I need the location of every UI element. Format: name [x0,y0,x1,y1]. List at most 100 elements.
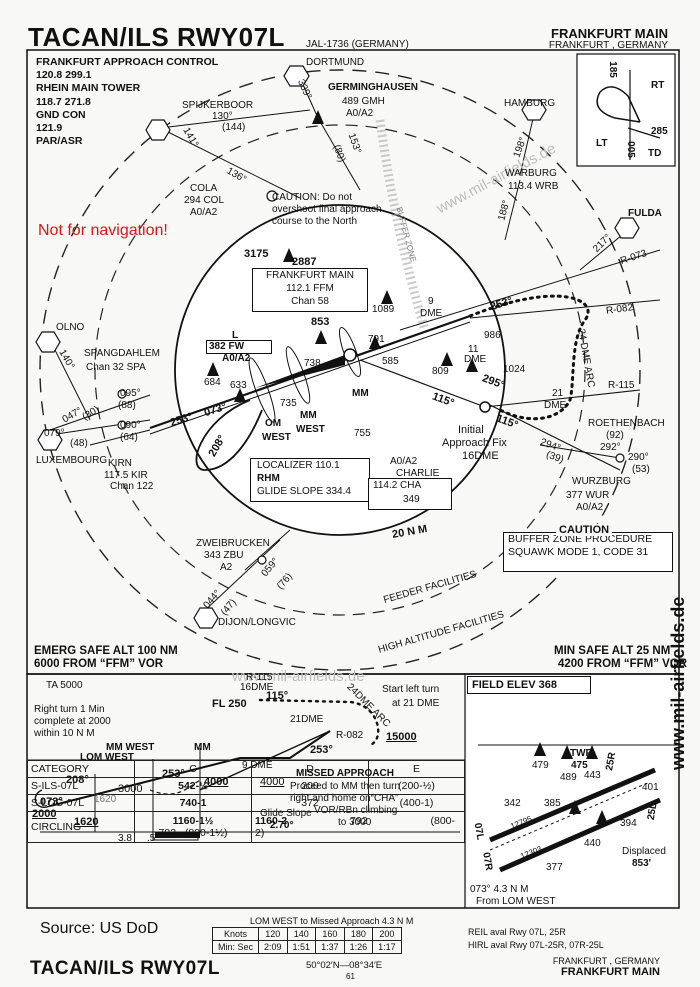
dme21-label: DME [544,400,567,411]
mm-label: MM [300,410,317,421]
caution-note: CAUTION: Do not overshoot final approach… [272,192,382,227]
wurzburg-label: WURZBURG [572,476,631,487]
radial-r115: R-115 [608,380,635,391]
cha-num: 349 [403,494,420,505]
cha-class: A0/A2 [390,456,418,467]
inset-lt: LT [596,138,608,149]
circling-de: 1160-2 792 (800-2) [251,811,465,843]
side-watermark: www.mil-airfields.de [668,596,688,770]
elev-385: 385 [544,798,561,809]
circling-c-note: (800-1½) [184,827,228,839]
fw-ndb-box: 382 FW [206,340,272,354]
charlie-label: CHARLIE [396,468,440,479]
circling-d: 1160-2 [255,815,288,827]
tower-freqs: 118.7 271.8 [36,95,91,108]
fw-l: L [232,330,239,341]
iaf-line3: 16DME [462,450,499,462]
hold-note-2: complete at 2000 [34,716,111,727]
spangdahlem-label: SPANGDAHLEM [84,348,160,359]
obstacle-986: 986 [484,330,501,341]
cola-label: COLA [190,183,218,194]
ils-label: S-ILS-07L [27,777,135,795]
zweibrucken-ndb-icon [257,555,267,565]
ffm-chan: Chan 58 [291,296,329,307]
buffer-line2: SQUAWK MODE 1, CODE 31 [508,546,649,558]
profile-16dme: 16DME [240,682,274,693]
timing-cell: 140 [286,927,317,941]
cola-ndb-icon [266,190,278,202]
gnd-label: GND CON [36,108,86,121]
gmh-class: A0/A2 [346,108,374,119]
kirn-chan: Chan 122 [110,481,154,492]
profile-mm: MM [194,742,211,753]
kirn-label: KIRN [108,458,132,469]
table-row: Min: Sec 2:09 1:51 1:37 1:26 1:17 [211,940,402,954]
hold-note-1: Right turn 1 Min [34,704,105,715]
elev-440: 440 [584,838,601,849]
obstacle-791: 791 [368,334,385,345]
dijon-vor-icon [193,607,219,629]
circling-e: (800-2) [255,815,456,839]
obstacle-853: 853 [311,316,330,328]
chart-title: TACAN/ILS RWY07L [28,22,285,52]
loc-label: S-LOC-07L [27,794,135,812]
circling-c: 1160-1½ 792 (800-1½) [134,811,252,843]
hold-note-3: within 10 N M [34,728,95,739]
cha-box: 114.2 CHA 349 [368,478,452,510]
fulda-vor-icon [614,217,640,239]
watermark-lower: www.mil-airfields.de [232,668,365,685]
obstacle-735: 735 [280,398,297,409]
spangdahlem-chan: Chan 32 SPA [86,362,146,373]
loc-id: RHM [257,473,280,484]
elev-479: 479 [532,760,549,771]
radial-48: (48) [70,438,88,449]
final-course: 073° 4.3 N M [470,884,529,895]
dme11-num: 11 [468,344,479,355]
displaced-value: 853' [632,858,652,869]
radial-88: (88) [118,400,136,411]
localizer-box: LOCALIZER 110.1 RHM GLIDE SLOPE 334.4 [250,458,370,502]
inset-005: 005 [624,141,636,158]
circling-c-bottom: 792 (800-1½) [138,827,248,839]
footer-airport: FRANKFURT MAIN [561,966,660,978]
twr-label: TWR [570,748,593,759]
zweibrucken-class: A2 [220,562,233,573]
timing-cell: 120 [258,927,288,941]
airport-name: FRANKFURT MAIN [551,26,668,41]
tower-label: RHEIN MAIN TOWER [36,82,141,95]
hamburg-label: HAMBURG [504,98,556,109]
kirn-tacan-icon [117,420,127,430]
twr-elev: 475 [571,760,588,771]
cat-d-header: D [251,760,369,778]
fulda-label: FULDA [628,208,662,219]
timing-cell: 180 [343,927,374,941]
dijon-label: DIJON/LONGVIC [218,617,296,628]
chart-code: JAL-1736 (GERMANY) [306,39,409,50]
table-row: S-LOC-07L 740-1 372 (400-1) [27,794,465,812]
germinghausen-ndb-icon [312,110,324,124]
profile-lom-mm: MM WEST [106,742,154,753]
elev-394: 394 [620,818,637,829]
elev-489: 489 [560,772,577,783]
footer-city: FRANKFURT , GERMANY [552,956,660,966]
om-label: OM [265,418,282,429]
loc-d: 372 [251,794,369,812]
field-elev-box: FIELD ELEV 368 [467,676,591,694]
dme11-label: DME [464,354,487,365]
final-from: From LOM WEST [476,896,556,907]
wurzburg-ndb: 377 WUR [566,490,610,501]
displaced-label: Displaced [622,846,666,857]
profile-fl250: FL 250 [212,698,247,710]
field-elev: FIELD ELEV 368 [472,679,557,691]
loc-freq: LOCALIZER 110.1 [257,460,340,471]
profile-start-left-turn: Start left turn [382,684,440,695]
cat-e-header: E [368,760,465,778]
profile-at-21dme: at 21 DME [392,698,440,709]
om-west: WEST [262,432,291,443]
profile-alt-15000: 15000 [386,731,417,743]
dortmund-label: DORTMUND [306,57,365,68]
hirl-note: HIRL aval Rwy 07L-25R, 07R-25L [468,940,604,950]
timing-cell: 1:17 [372,940,402,954]
ils-c: 542-½ [134,777,252,795]
profile-course-115: 115° [266,690,289,702]
